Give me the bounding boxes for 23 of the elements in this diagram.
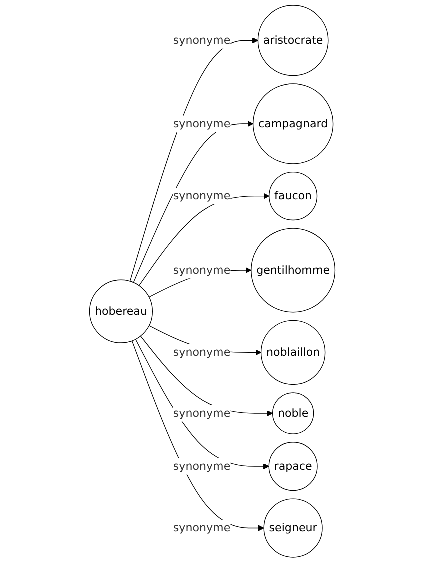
edge-label: synonyme [173, 117, 231, 130]
node-circle: seigneur [264, 498, 323, 558]
node-circle: noblaillon [260, 320, 326, 386]
edge-label: synonyme [173, 346, 231, 359]
node-circle: noble [272, 392, 314, 434]
node-circle: gentilhomme [251, 228, 336, 313]
arrow [132, 340, 264, 532]
node-circle: campagnard [252, 84, 334, 164]
arrow [140, 336, 274, 417]
arrow [135, 339, 270, 470]
arrow [130, 38, 258, 282]
node-circle: faucon [268, 172, 318, 221]
edge-label: synonyme [173, 521, 231, 534]
node-circle: aristocrate [258, 5, 329, 76]
arrow [138, 193, 270, 286]
node-circle: rapace [268, 442, 318, 492]
edge-label: synonyme [173, 264, 231, 277]
edge-label: synonyme [173, 34, 231, 47]
edge-label: synonyme [173, 406, 231, 420]
edge-label: synonyme [173, 460, 231, 473]
arrow [133, 121, 254, 284]
edge-label: synonyme [173, 189, 231, 203]
node-circle: hobereau [89, 280, 153, 344]
